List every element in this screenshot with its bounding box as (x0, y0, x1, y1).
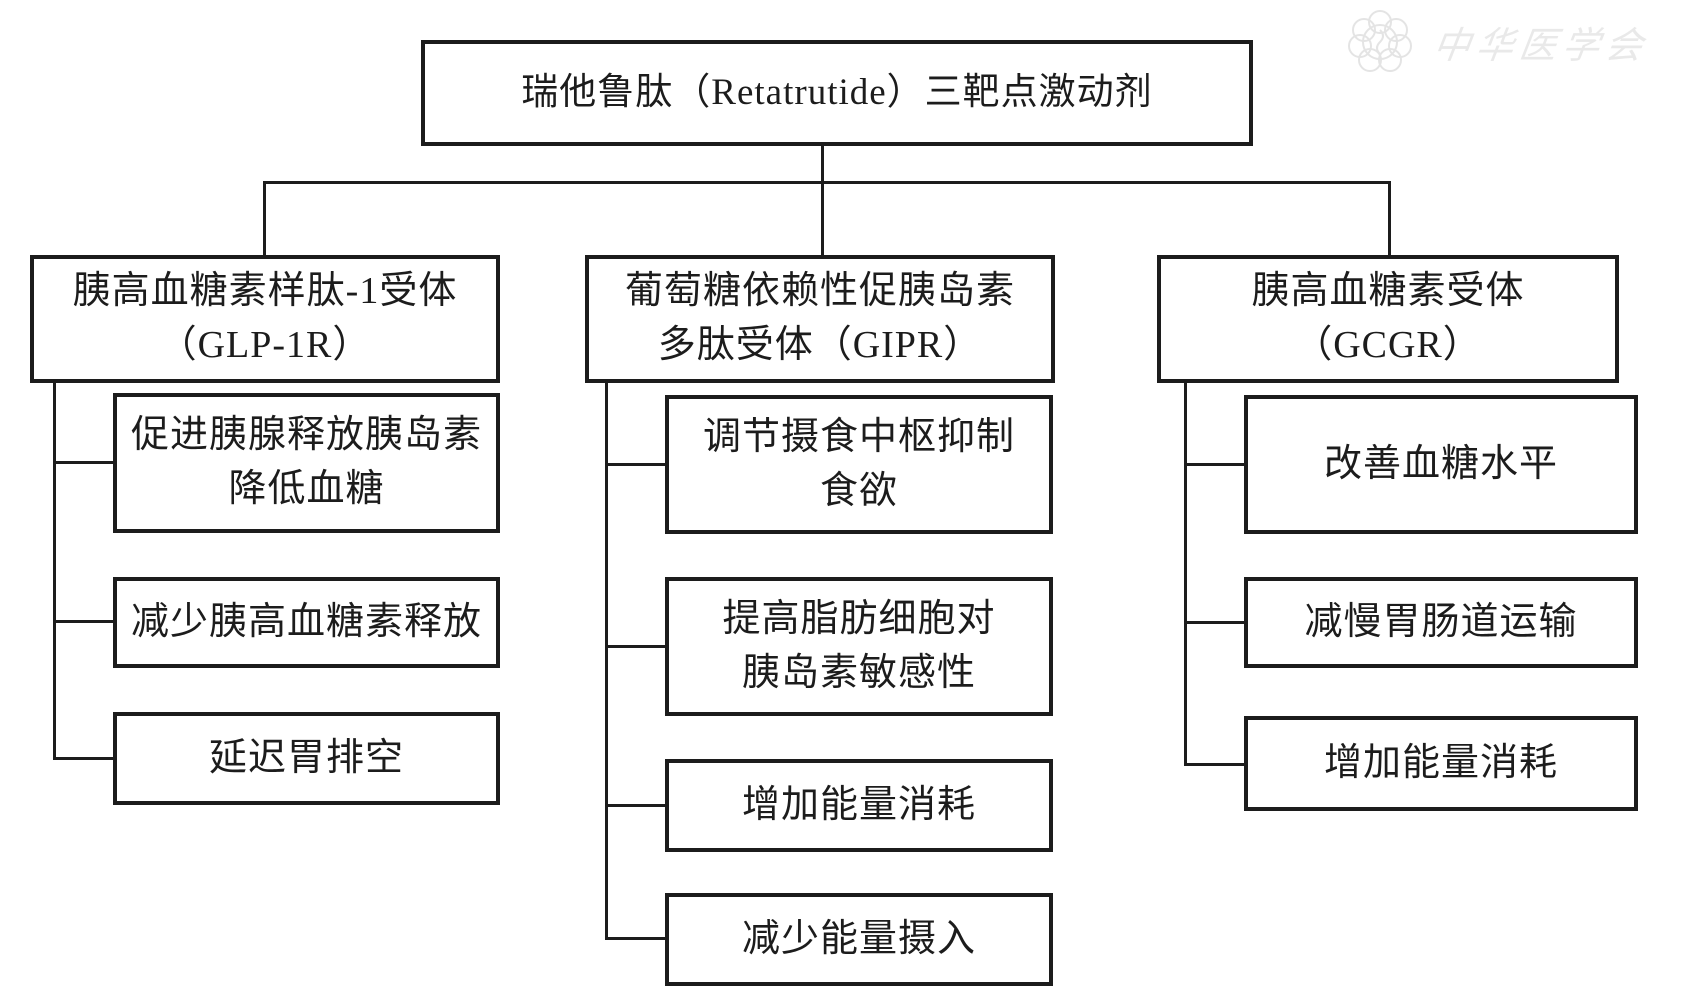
node-glp1r-effect-1-line1: 促进胰腺释放胰岛素 (130, 414, 482, 457)
connector-drop-gipr (821, 181, 824, 257)
node-gipr-effect-1-line1: 调节摄食中枢抑制 (702, 415, 1015, 458)
node-gipr-effect-3-line1: 增加能量消耗 (741, 783, 976, 826)
node-gipr-effect-3: 增加能量消耗 (665, 759, 1053, 852)
node-root: 瑞他鲁肽（Retatrutide）三靶点激动剂 (421, 40, 1253, 146)
node-glp1r-effect-2-line1: 减少胰高血糖素释放 (130, 600, 482, 643)
node-glp1r-effect-1: 促进胰腺释放胰岛素 降低血糖 (113, 393, 500, 533)
cma-logo-icon (1348, 10, 1412, 72)
node-header-gipr-line1: 葡萄糖依赖性促胰岛素 (624, 270, 1015, 313)
connector-stub-gcgr-2 (1184, 621, 1244, 624)
node-gipr-effect-4: 减少能量摄入 (665, 893, 1053, 986)
node-glp1r-effect-1-line2: 降低血糖 (228, 468, 385, 510)
connector-main-rail (263, 181, 1391, 184)
connector-stub-glp1r-2 (53, 620, 113, 623)
connector-stub-glp1r-1 (53, 461, 113, 464)
node-gcgr-effect-1: 改善血糖水平 (1244, 395, 1638, 534)
node-header-gcgr-line2: （GCGR） (1294, 324, 1482, 366)
node-gipr-effect-2-line2: 胰岛素敏感性 (741, 651, 976, 694)
connector-branch-glp1r (53, 381, 56, 760)
node-gipr-effect-2-line1: 提高脂肪细胞对 (722, 597, 996, 640)
node-gipr-effect-1-line2: 食欲 (819, 469, 898, 512)
connector-root-drop (821, 146, 824, 184)
node-gcgr-effect-3-line1: 增加能量消耗 (1323, 741, 1558, 784)
node-header-glp1r-line1: 胰高血糖素样肽-1受体 (72, 270, 458, 313)
connector-stub-gcgr-3 (1184, 763, 1244, 766)
node-root-label: 瑞他鲁肽（Retatrutide）三靶点激动剂 (521, 71, 1153, 113)
connector-stub-gcgr-1 (1184, 463, 1244, 466)
node-gipr-effect-4-line1: 减少能量摄入 (741, 917, 976, 960)
node-glp1r-effect-3-line1: 延迟胃排空 (208, 736, 404, 779)
connector-drop-gcgr (1388, 181, 1391, 257)
connector-drop-glp1r (263, 181, 266, 257)
connector-stub-gipr-4 (605, 937, 665, 940)
node-gipr-effect-1: 调节摄食中枢抑制 食欲 (665, 395, 1053, 534)
connector-stub-gipr-3 (605, 804, 665, 807)
cma-watermark: 中华医学会 (1348, 10, 1651, 74)
node-gcgr-effect-1-line1: 改善血糖水平 (1323, 442, 1558, 485)
node-header-gipr: 葡萄糖依赖性促胰岛素 多肽受体（GIPR） (585, 255, 1055, 383)
connector-stub-gipr-1 (605, 463, 665, 466)
node-gcgr-effect-2-line1: 减慢胃肠道运输 (1304, 600, 1578, 643)
connector-stub-glp1r-3 (53, 757, 113, 760)
connector-branch-gcgr (1184, 381, 1187, 766)
node-header-gcgr-line1: 胰高血糖素受体 (1251, 270, 1525, 313)
connector-branch-gipr (605, 381, 608, 940)
node-header-glp1r-line2: （GLP-1R） (158, 324, 372, 366)
node-glp1r-effect-2: 减少胰高血糖素释放 (113, 577, 500, 668)
node-gcgr-effect-2: 减慢胃肠道运输 (1244, 577, 1638, 668)
node-glp1r-effect-3: 延迟胃排空 (113, 712, 500, 805)
node-gipr-effect-2: 提高脂肪细胞对 胰岛素敏感性 (665, 577, 1053, 716)
node-header-gipr-line2: 多肽受体（GIPR） (657, 324, 983, 366)
cma-watermark-text: 中华医学会 (1430, 26, 1652, 67)
node-gcgr-effect-3: 增加能量消耗 (1244, 716, 1638, 811)
connector-stub-gipr-2 (605, 645, 665, 648)
node-header-gcgr: 胰高血糖素受体 （GCGR） (1157, 255, 1619, 383)
node-header-glp1r: 胰高血糖素样肽-1受体 （GLP-1R） (30, 255, 500, 383)
